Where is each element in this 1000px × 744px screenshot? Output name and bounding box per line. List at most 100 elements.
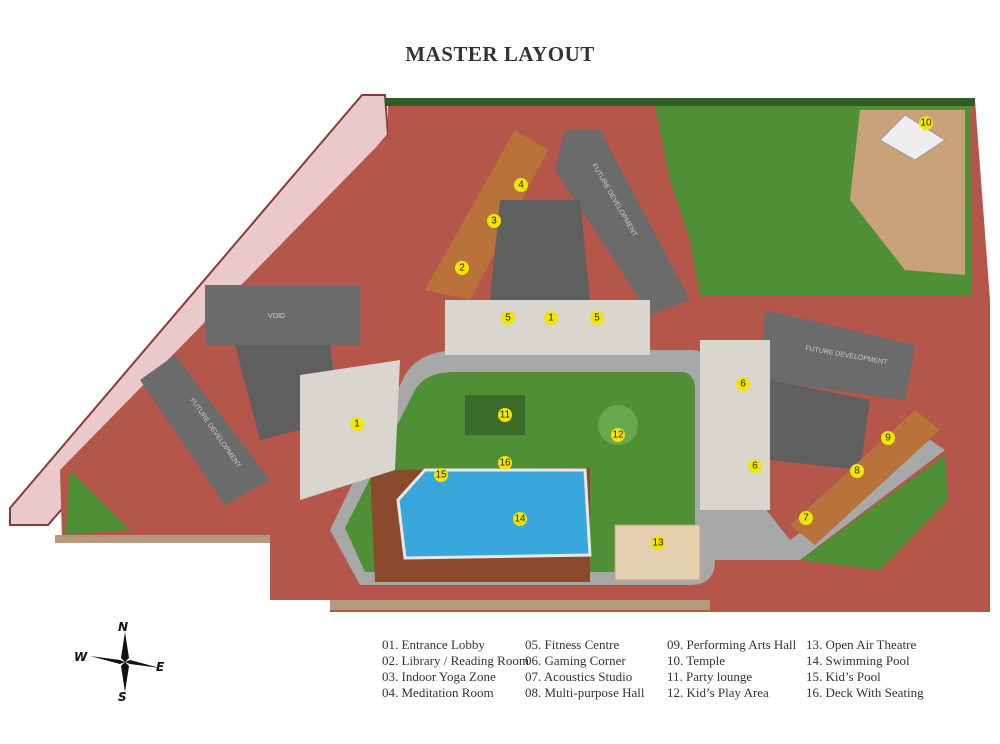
amenity-marker-16: 16	[498, 456, 512, 470]
building-hall	[790, 410, 940, 545]
swimming-pool	[396, 468, 592, 560]
marker-circle	[487, 214, 501, 228]
marker-circle	[498, 456, 512, 470]
building-future-right	[760, 310, 915, 400]
legend-item: 12. Kid’s Play Area	[667, 685, 769, 700]
marker-number: 15	[435, 470, 447, 481]
amenity-marker-15: 15	[434, 468, 448, 482]
legend-item: 01. Entrance Lobby	[382, 637, 485, 652]
building-future-left	[140, 355, 270, 505]
legend-item: 05. Fitness Centre	[525, 637, 620, 652]
marker-number: 16	[499, 458, 511, 469]
marker-number: 3	[491, 216, 497, 227]
amenity-marker-9: 9	[881, 431, 895, 445]
legend-item: 09. Performing Arts Hall	[667, 637, 797, 652]
marker-circle	[350, 417, 364, 431]
marker-circle	[850, 464, 864, 478]
legend-item: 08. Multi-purpose Hall	[525, 685, 645, 700]
marker-circle	[434, 468, 448, 482]
legend-item: 15. Kid’s Pool	[806, 669, 881, 684]
marker-number: 5	[594, 313, 600, 324]
open-air-theatre	[614, 524, 701, 581]
amenity-marker-6: 6	[736, 377, 750, 391]
legend-column-2: 05. Fitness Centre 06. Gaming Corner 07.…	[525, 637, 645, 701]
marker-number: 4	[518, 180, 524, 191]
hedge-bottom-2	[330, 600, 710, 610]
building-left-void	[205, 285, 360, 345]
building-right-amenity	[700, 340, 770, 510]
lawn-left	[65, 470, 130, 535]
marker-circle	[501, 311, 515, 325]
amenity-marker-2: 2	[455, 261, 469, 275]
legend-column-4: 13. Open Air Theatre 14. Swimming Pool 1…	[806, 637, 924, 701]
marker-circle	[513, 512, 527, 526]
amenity-marker-1: 1	[544, 311, 558, 325]
building-entrance	[445, 300, 650, 355]
amenity-marker-12: 12	[611, 428, 625, 442]
compass: N S E W	[74, 620, 170, 705]
marker-number: 14	[514, 514, 526, 525]
compass-n: N	[118, 620, 129, 634]
legend-item: 10. Temple	[667, 653, 726, 668]
lawn-right	[800, 455, 948, 570]
legend-column-3: 09. Performing Arts Hall 10. Temple 11. …	[667, 637, 796, 701]
amenity-marker-4: 4	[514, 178, 528, 192]
page-title: MASTER LAYOUT	[405, 42, 595, 66]
amenity-marker-14: 14	[513, 512, 527, 526]
building-right-core	[770, 380, 870, 470]
amenity-marker-8: 8	[850, 464, 864, 478]
marker-circle	[498, 408, 512, 422]
legend-item: 14. Swimming Pool	[806, 653, 910, 668]
legend-item: 03. Indoor Yoga Zone	[382, 669, 496, 684]
legend-item: 11. Party lounge	[667, 669, 753, 684]
amenity-marker-10: 10	[919, 116, 933, 130]
amenity-marker-11: 11	[498, 408, 512, 422]
amenity-marker-3: 3	[487, 214, 501, 228]
marker-number: 13	[652, 538, 664, 549]
marker-circle	[919, 116, 933, 130]
amenity-marker-5: 5	[590, 311, 604, 325]
marker-circle	[455, 261, 469, 275]
marker-circle	[590, 311, 604, 325]
legend-item: 02. Library / Reading Room	[382, 653, 529, 668]
legend-item: 06. Gaming Corner	[525, 653, 626, 668]
marker-number: 8	[854, 466, 860, 477]
marker-number: 1	[548, 313, 554, 324]
marker-number: 6	[752, 461, 758, 472]
marker-circle	[544, 311, 558, 325]
marker-circle	[736, 377, 750, 391]
marker-number: 2	[459, 263, 465, 274]
marker-circle	[799, 511, 813, 525]
hedge-top	[385, 98, 975, 106]
marker-circle	[514, 178, 528, 192]
building-core	[490, 200, 590, 300]
amenity-marker-7: 7	[799, 511, 813, 525]
hedge-bottom	[55, 535, 270, 543]
building-center-wing	[425, 130, 548, 300]
marker-circle	[748, 459, 762, 473]
marker-number: 9	[885, 433, 891, 444]
amenity-marker-6: 6	[748, 459, 762, 473]
temple	[879, 114, 946, 161]
marker-number: 1	[354, 419, 360, 430]
marker-number: 12	[612, 430, 624, 441]
marker-number: 6	[740, 379, 746, 390]
temple-courtyard	[850, 110, 965, 275]
marker-number: 7	[803, 513, 809, 524]
marker-number: 11	[500, 410, 511, 421]
building-left-amenity	[300, 360, 400, 500]
compass-e: E	[156, 660, 165, 674]
legend-column-1: 01. Entrance Lobby 02. Library / Reading…	[382, 637, 529, 701]
legend-item: 04. Meditation Room	[382, 685, 494, 700]
marker-circle	[881, 431, 895, 445]
building-future-top	[555, 130, 690, 315]
legend-item: 07. Acoustics Studio	[525, 669, 633, 684]
compass-w: W	[74, 650, 88, 664]
amenity-marker-1: 1	[350, 417, 364, 431]
compass-s: S	[118, 690, 127, 704]
compass-rose-icon	[90, 632, 160, 692]
marker-circle	[611, 428, 625, 442]
amenity-marker-5: 5	[501, 311, 515, 325]
